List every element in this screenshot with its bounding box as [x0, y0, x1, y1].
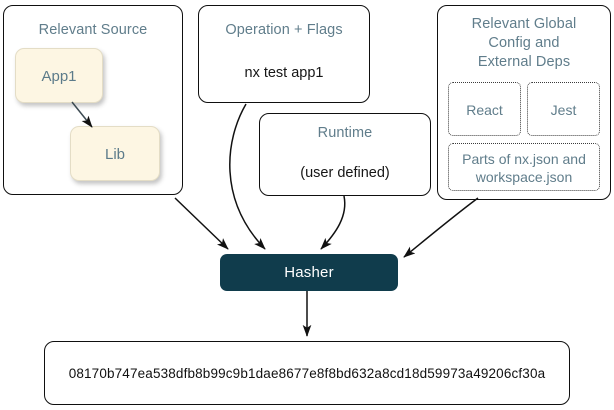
- dep-react-label: React: [466, 102, 503, 118]
- arrow-global-config-to-hasher: [403, 197, 479, 258]
- node-app1-label: App1: [41, 68, 77, 85]
- group-global-config-title-line1: Relevant Global: [471, 16, 577, 32]
- node-app1[interactable]: App1: [15, 48, 103, 103]
- dep-react[interactable]: React: [448, 82, 521, 136]
- group-global-config-title-line2: Config and: [488, 35, 560, 51]
- hash-output-box: 08170b747ea538dfb8b99c9b1dae8677e8f8bd63…: [44, 341, 570, 405]
- arrow-runtime-to-hasher: [320, 195, 346, 250]
- group-operation-flags-title: Operation + Flags: [225, 22, 343, 38]
- hasher-label: Hasher: [284, 264, 334, 281]
- hasher-box[interactable]: Hasher: [220, 254, 398, 291]
- arrow-relevant-source-to-hasher: [174, 197, 229, 250]
- config-files-line2: workspace.json: [475, 169, 573, 185]
- group-runtime: Runtime (user defined): [259, 113, 431, 196]
- group-runtime-title: Runtime: [317, 125, 373, 141]
- config-files-box[interactable]: Parts of nx.json and workspace.json: [448, 143, 600, 191]
- runtime-body: (user defined): [300, 165, 390, 181]
- operation-flags-command: nx test app1: [244, 65, 324, 81]
- group-global-config-title-line3: External Deps: [477, 54, 571, 70]
- node-lib[interactable]: Lib: [70, 126, 160, 181]
- dep-jest[interactable]: Jest: [527, 82, 600, 136]
- group-operation-flags: Operation + Flags nx test app1: [198, 5, 370, 103]
- dep-jest-label: Jest: [550, 102, 577, 118]
- hash-output-value: 08170b747ea538dfb8b99c9b1dae8677e8f8bd63…: [68, 365, 546, 381]
- group-relevant-source-title: Relevant Source: [38, 22, 148, 38]
- node-lib-label: Lib: [104, 146, 126, 163]
- config-files-line1: Parts of nx.json and: [462, 151, 586, 167]
